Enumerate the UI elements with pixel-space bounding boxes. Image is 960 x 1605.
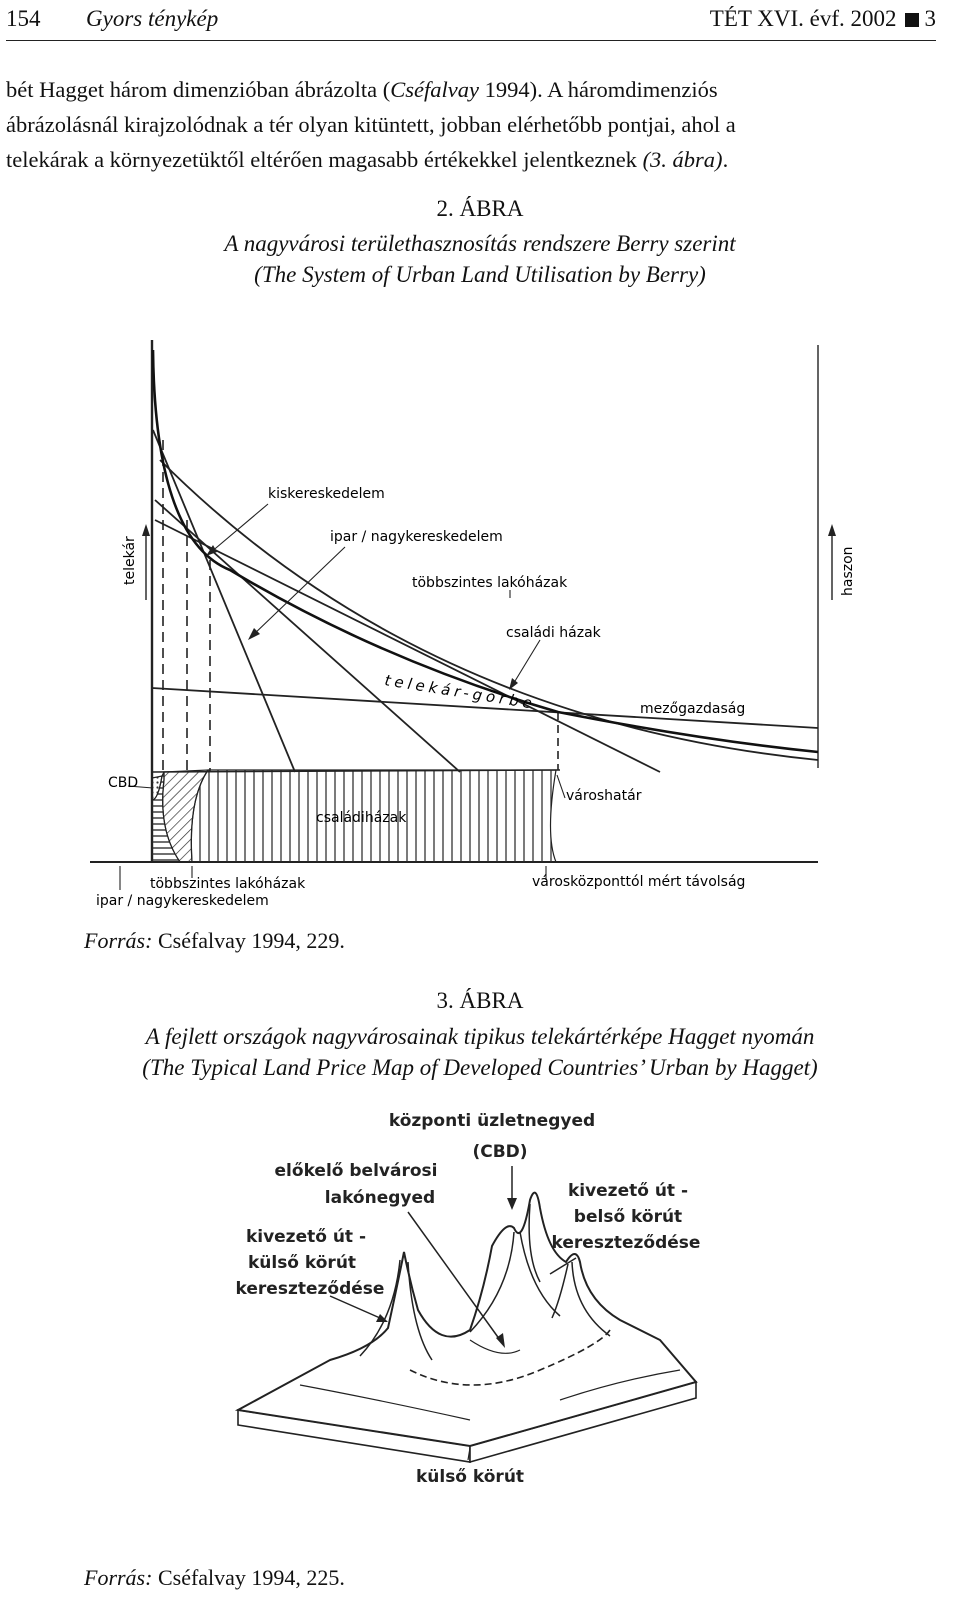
peak-inner-right-shading (551, 1261, 611, 1337)
citation-author: Cséfalvay (390, 77, 479, 102)
figure3-diagram: központi üzletnegyed (CBD) előkelő belvá… (234, 1111, 701, 1487)
label-outer-ring: külső körút (416, 1467, 524, 1487)
terrain-surface (234, 1191, 698, 1448)
label-cbd-line1: központi üzletnegyed (389, 1111, 595, 1131)
label-city-boundary: városhatár (566, 788, 642, 804)
paragraph-line-3-a: telekárak a környezetüktől eltérően maga… (6, 147, 643, 172)
agriculture-line (151, 687, 819, 729)
label-industry-wholesale: ipar / nagykereskedelem (330, 529, 503, 545)
label-inner-line1: kivezető út - (568, 1181, 688, 1201)
figure-reference: (3. ábra) (642, 147, 723, 172)
cbd-pointer-arrowhead-icon (507, 1198, 517, 1210)
label-outer-line1: kivezető út - (246, 1227, 366, 1247)
figure3-source-text: Cséfalvay 1994, 225. (152, 1565, 345, 1590)
journal-issue: TÉT XVI. évf. 2002 3 (710, 6, 936, 32)
figure2-title-en: (The System of Urban Land Utilisation by… (254, 262, 706, 287)
figure3-title-hu: A fejlett országok nagyvárosainak tipiku… (145, 1024, 815, 1049)
label-elite-line1: előkelő belvárosi (275, 1161, 438, 1181)
multistorey-line (154, 519, 661, 773)
paragraph-line-2: ábrázolásnál kirajzolódnak a tér olyan k… (6, 112, 736, 137)
ring-dashed (409, 1329, 611, 1386)
label-cbd: CBD (108, 775, 138, 791)
retail-arrowhead-icon (206, 545, 217, 556)
elite-pointer-arrowhead-icon (496, 1333, 505, 1348)
elite-pointer-line (407, 1211, 501, 1341)
zone-top-line (151, 769, 561, 773)
figure2-number: 2. ÁBRA (436, 196, 524, 221)
bid-rent-curve (151, 349, 819, 754)
label-multistorey: többszintes lakóházak (412, 575, 568, 591)
label-retail: kiskereskedelem (268, 486, 385, 502)
figure2-diagram: kiskereskedelem ipar / nagykereskedelem … (90, 340, 856, 909)
peak-cbd-shading (469, 1203, 561, 1333)
profit-arrowhead-icon (828, 524, 836, 536)
page-number: 154 (6, 6, 41, 31)
paragraph-line-1: bét Hagget három dimenzióban ábrázolta (… (6, 72, 934, 107)
intro-paragraph: bét Hagget három dimenzióban ábrázolta (… (6, 72, 934, 177)
outer-ring-pointer-line (467, 1447, 471, 1461)
figure3-source: Forrás: Cséfalvay 1994, 225. (84, 1565, 345, 1591)
outer-pointer-arrowhead-icon (376, 1314, 388, 1322)
industry-pointer (251, 546, 346, 637)
label-bottom-multistorey: többszintes lakóházak (150, 876, 306, 892)
land-price-arrowhead-icon (142, 524, 150, 536)
square-bullet-icon (904, 12, 919, 27)
figure3-title-en: (The Typical Land Price Map of Developed… (142, 1055, 818, 1080)
family-pointer (511, 639, 541, 687)
surface-ridge-lines (299, 1339, 681, 1421)
cbd-pointer (127, 785, 154, 789)
peak-outer-left-shading (359, 1259, 433, 1361)
figure2-source-text: Cséfalvay 1994, 229. (152, 928, 345, 953)
label-distance-axis: városközponttól mért távolság (532, 874, 745, 890)
label-bottom-industry: ipar / nagykereskedelem (96, 893, 269, 909)
retail-line (152, 429, 296, 773)
paragraph-line-1-a: bét Hagget három dimenzióban ábrázolta ( (6, 77, 391, 102)
figure2-source-label: Forrás: (84, 928, 153, 953)
figure2-title-hu: A nagyvárosi területhasznosítás rendszer… (224, 231, 736, 256)
running-header: 154 Gyors ténykép TÉT XVI. évf. 2002 3 (6, 4, 936, 41)
figure2-source: Forrás: Cséfalvay 1994, 229. (84, 928, 345, 954)
figure3-number: 3. ÁBRA (436, 988, 524, 1013)
inner-pointer-line (549, 1257, 577, 1275)
paragraph-line-3-end: . (722, 147, 729, 172)
issue-number: 3 (924, 6, 937, 31)
paragraph-line-1-b: 1994). A háromdimenziós (478, 77, 718, 102)
industry-arrowhead-icon (248, 628, 260, 640)
figure3-source-label: Forrás: (84, 1565, 153, 1590)
outer-pointer-line (329, 1295, 381, 1319)
label-cbd-line2: (CBD) (472, 1142, 527, 1162)
label-agriculture: mezőgazdaság (640, 701, 745, 717)
label-land-price-axis: telekár (122, 536, 138, 585)
journal-issue-text: TÉT XVI. évf. 2002 (709, 6, 897, 31)
label-inner-line2: belső körút (574, 1207, 682, 1227)
label-outer-line3: kereszteződése (236, 1279, 385, 1299)
family-arrowhead-icon (509, 678, 518, 690)
label-profit-axis: haszon (840, 546, 856, 596)
label-outer-line2: külső körút (248, 1253, 356, 1273)
paragraph-line-3: telekárak a környezetüktől eltérően maga… (6, 142, 934, 177)
boundary-pointer (556, 774, 566, 799)
label-family-houses-zone: családiházak (316, 810, 407, 826)
label-elite-line2: lakónegyed (325, 1188, 435, 1208)
section-title: Gyors ténykép (86, 6, 219, 31)
retail-pointer (209, 503, 269, 554)
label-inner-line3: kereszteződése (552, 1233, 701, 1253)
label-family-houses: családi házak (506, 625, 602, 641)
family-houses-zone (190, 769, 557, 863)
